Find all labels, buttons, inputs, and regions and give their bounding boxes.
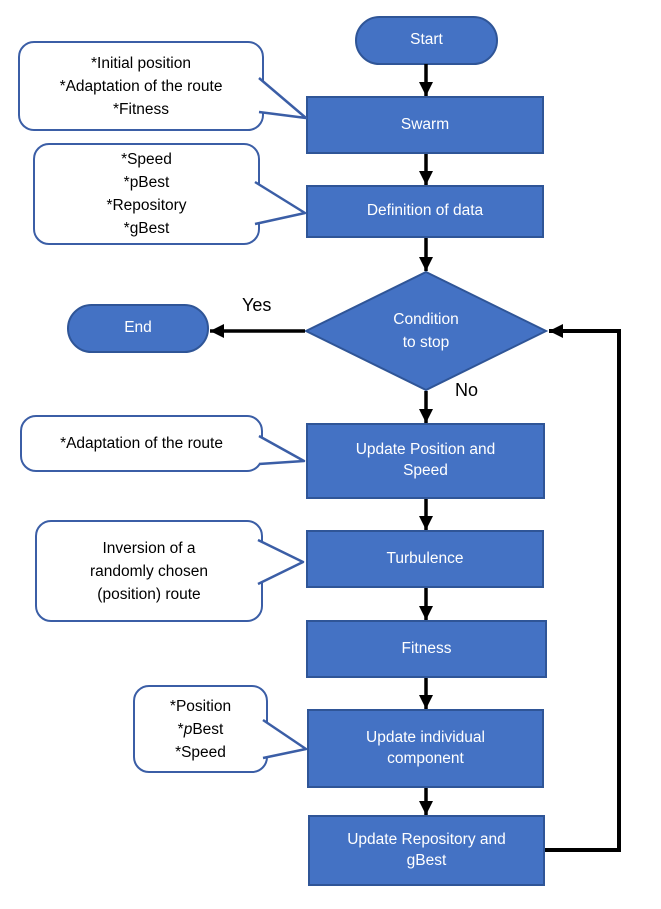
pbest-prefix: *	[177, 720, 184, 738]
diamond-shape	[304, 270, 548, 392]
callout-tail-swarm-note	[258, 77, 308, 120]
node-end: End	[67, 304, 209, 353]
node-turbulence-label: Turbulence	[386, 549, 464, 567]
callout-line: *Adaptation of the route	[60, 435, 223, 452]
callout-update-position-note: *Adaptation of the route	[20, 415, 263, 472]
condition-line-2: to stop	[402, 334, 450, 351]
callout-line: (position) route	[97, 585, 201, 603]
callout-line: *pBest	[178, 718, 224, 741]
arrow-feedback-loop-to-condition	[545, 324, 621, 852]
callout-line: *Speed	[175, 743, 226, 761]
node-definition-of-data: Definition of data	[306, 185, 544, 238]
node-start: Start	[355, 16, 498, 65]
node-fitness-label: Fitness	[401, 639, 452, 657]
callout-update-individual-note: *Position *pBest *Speed	[133, 685, 268, 773]
edge-label-yes: Yes	[242, 295, 272, 315]
callout-tail-update-position-note	[258, 434, 306, 466]
node-fitness: Fitness	[306, 620, 547, 678]
node-condition-to-stop: Condition to stop	[304, 269, 548, 393]
node-update-repository-label: Update Repository and gBest	[347, 830, 506, 869]
node-update-individual-component: Update individual component	[307, 709, 544, 788]
node-end-label: End	[124, 319, 152, 337]
callout-turbulence-note: Inversion of a randomly chosen (position…	[35, 520, 263, 622]
callout-line: Inversion of a	[102, 539, 196, 557]
callout-tail-update-individual-note	[262, 718, 308, 760]
node-condition-label: Condition to stop	[304, 269, 548, 393]
pbest-rest: Best	[192, 720, 224, 738]
node-update-position-label: Update Position and Speed	[355, 441, 496, 479]
pbest-italic-p: p	[183, 720, 193, 738]
callout-line: *Initial position	[91, 54, 191, 72]
node-update-individual-label: Update individual component	[366, 728, 485, 767]
callout-line: *gBest	[123, 220, 170, 237]
node-turbulence: Turbulence	[306, 530, 544, 588]
edge-label-no: No	[455, 380, 479, 400]
callout-line: *Position	[169, 697, 232, 715]
node-definition-label: Definition of data	[366, 202, 484, 220]
callout-line: randomly chosen	[89, 562, 209, 580]
callout-tail-definition-note	[254, 180, 307, 226]
condition-line-1: Condition	[393, 310, 459, 328]
node-swarm-label: Swarm	[400, 115, 450, 133]
node-swarm: Swarm	[306, 96, 544, 154]
callout-tail-turbulence-note	[257, 538, 305, 586]
callout-definition-note: *Speed *pBest *Repository *gBest	[33, 143, 260, 245]
callout-line: *Repository	[106, 197, 187, 214]
callout-swarm-note: *Initial position *Adaptation of the rou…	[18, 41, 264, 131]
callout-line: *pBest	[123, 174, 170, 191]
callout-line: *Fitness	[113, 100, 169, 118]
callout-line: *Adaptation of the route	[59, 77, 223, 95]
callout-line: *Speed	[121, 151, 172, 168]
node-update-position-and-speed: Update Position and Speed	[306, 423, 545, 499]
node-update-repository-and-gbest: Update Repository and gBest	[308, 815, 545, 886]
node-start-label: Start	[410, 31, 443, 49]
